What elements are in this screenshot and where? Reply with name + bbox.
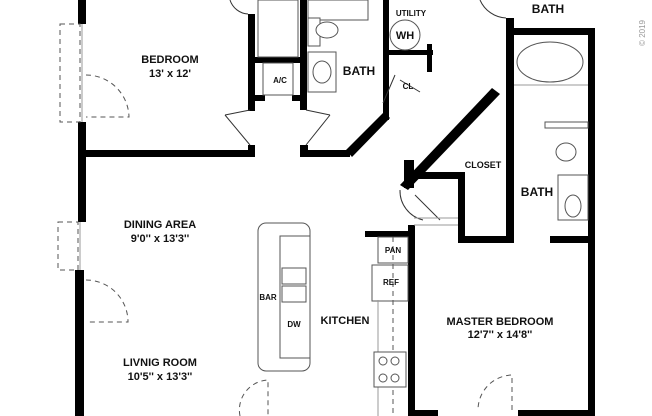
cl-label: CL xyxy=(403,82,414,91)
kitchen-label: KITCHEN xyxy=(321,315,370,327)
doors xyxy=(85,0,513,416)
pan-label: PAN xyxy=(385,246,402,255)
copyright: © 2019 xyxy=(638,19,647,45)
ref-label: REF xyxy=(383,278,399,287)
windows xyxy=(57,23,83,271)
walls xyxy=(75,0,595,416)
bedroom-size: 13' x 12' xyxy=(149,68,191,80)
dw-label: DW xyxy=(287,320,301,329)
water-heater xyxy=(389,19,421,51)
bedroom-label: BEDROOM xyxy=(141,54,198,66)
bath1-label: BATH xyxy=(343,64,375,78)
closet-label: CLOSET xyxy=(465,160,502,170)
wh-label: WH xyxy=(396,30,414,42)
bar-label: BAR xyxy=(259,293,277,302)
bath-top-label: BATH xyxy=(532,2,564,16)
master-size: 12'7'' x 14'8'' xyxy=(468,329,533,341)
fixtures xyxy=(257,0,589,416)
utility-label: UTILITY xyxy=(396,9,427,18)
dining-label: DINING AREA xyxy=(124,219,196,231)
master-label: MASTER BEDROOM xyxy=(447,316,554,328)
living-size: 10'5'' x 13'3'' xyxy=(128,371,193,383)
ac-label: A/C xyxy=(273,76,287,85)
dining-size: 9'0'' x 13'3'' xyxy=(131,233,190,245)
bath2-label: BATH xyxy=(521,185,553,199)
living-label: LIVNIG ROOM xyxy=(123,357,197,369)
